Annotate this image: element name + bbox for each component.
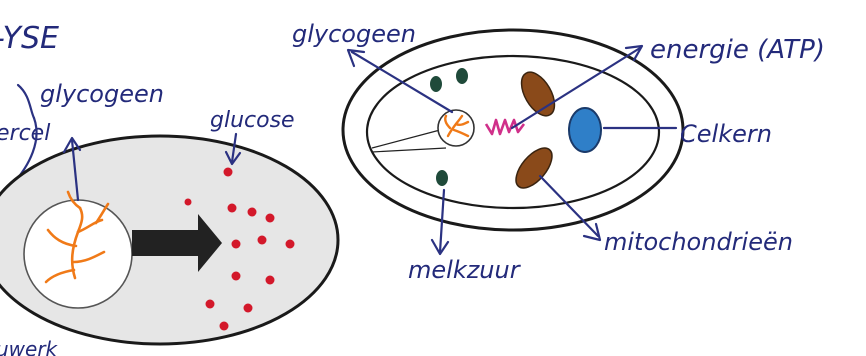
left-glucose-label: glucose [210,108,295,133]
left-glycogen-brace [18,85,34,118]
right-glycogen-label: glycogeen [292,20,416,48]
left-bottom-fragment: uwerk [0,337,59,356]
title-fragment: -YSE [0,21,59,56]
right-panel: glycogeen energie (ATP) Celkern mitochon… [292,20,825,284]
nucleus-label: Celkern [680,120,772,148]
energy-label: energie (ATP) [650,35,825,65]
mitochondria-label: mitochondrieën [604,228,793,256]
vesicle [436,170,448,186]
left-panel: -YSE glycogeen ercel [0,21,338,356]
left-glycogen-label: glycogeen [40,80,164,108]
mitochondrion [515,67,562,122]
right-glycogen-granule [438,110,474,146]
lactic-acid-label: melkzuur [408,256,522,284]
right-muscle-cell-outer [343,30,683,230]
right-zoom-line-bottom [372,148,446,152]
left-cell-label-fragment: ercel [0,121,50,146]
vesicle [430,76,442,92]
left-glycogen-granule [24,200,132,308]
right-zoom-line-top [372,130,440,148]
vesicle [456,68,468,84]
mitochondria-arrowhead [584,224,600,240]
right-muscle-cell-inner [367,56,659,208]
atp-squiggle [486,120,524,134]
cell-nucleus [569,108,601,152]
